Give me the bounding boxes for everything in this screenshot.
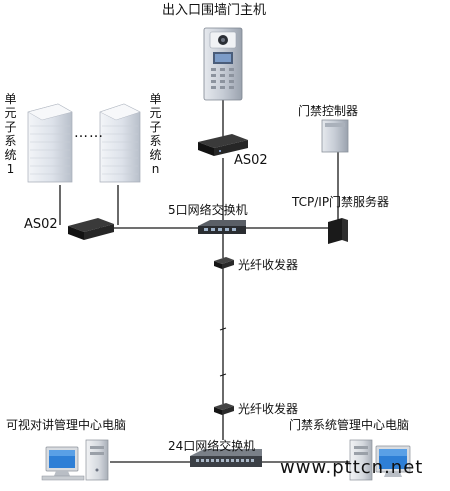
label-as02-top: AS02 xyxy=(234,153,268,168)
access-pc-device xyxy=(349,439,411,481)
label-unit-system-1: 单元子系统1 xyxy=(4,92,17,176)
tcpip-server-device xyxy=(328,218,348,244)
connection-lines xyxy=(59,100,350,463)
fiber-transceiver-bottom-device xyxy=(214,403,234,415)
switch-5-port-device xyxy=(198,220,246,234)
label-as02-left: AS02 xyxy=(24,217,58,232)
fiber-transceiver-top-device xyxy=(214,257,234,269)
as02-top-device xyxy=(198,134,248,156)
door-station-device xyxy=(203,27,243,101)
switch-24-port-device xyxy=(190,449,262,467)
label-intercom-pc: 可视对讲管理中心电脑 xyxy=(6,418,127,432)
as02-left-device xyxy=(68,218,114,240)
building-unit-1 xyxy=(27,103,73,183)
label-dots: …… xyxy=(74,125,104,141)
label-unit-system-n: 单元子系统n xyxy=(149,92,162,176)
label-fiber-bottom: 光纤收发器 xyxy=(238,402,299,416)
building-unit-n xyxy=(99,103,141,183)
fiber-markers xyxy=(219,327,227,377)
intercom-pc-device xyxy=(41,439,109,481)
label-access-pc: 门禁系统管理中心电脑 xyxy=(289,418,410,432)
label-tcpip-server: TCP/IP门禁服务器 xyxy=(292,195,390,209)
label-switch-5: 5口网络交换机 xyxy=(168,203,248,217)
label-access-controller: 门禁控制器 xyxy=(298,104,359,118)
watermark-text: www.pttcn.net xyxy=(280,457,424,478)
label-door-station: 出入口围墙门主机 xyxy=(162,3,267,18)
access-controller-device xyxy=(321,119,349,153)
label-switch-24: 24口网络交换机 xyxy=(168,439,256,453)
label-fiber-top: 光纤收发器 xyxy=(238,258,299,272)
